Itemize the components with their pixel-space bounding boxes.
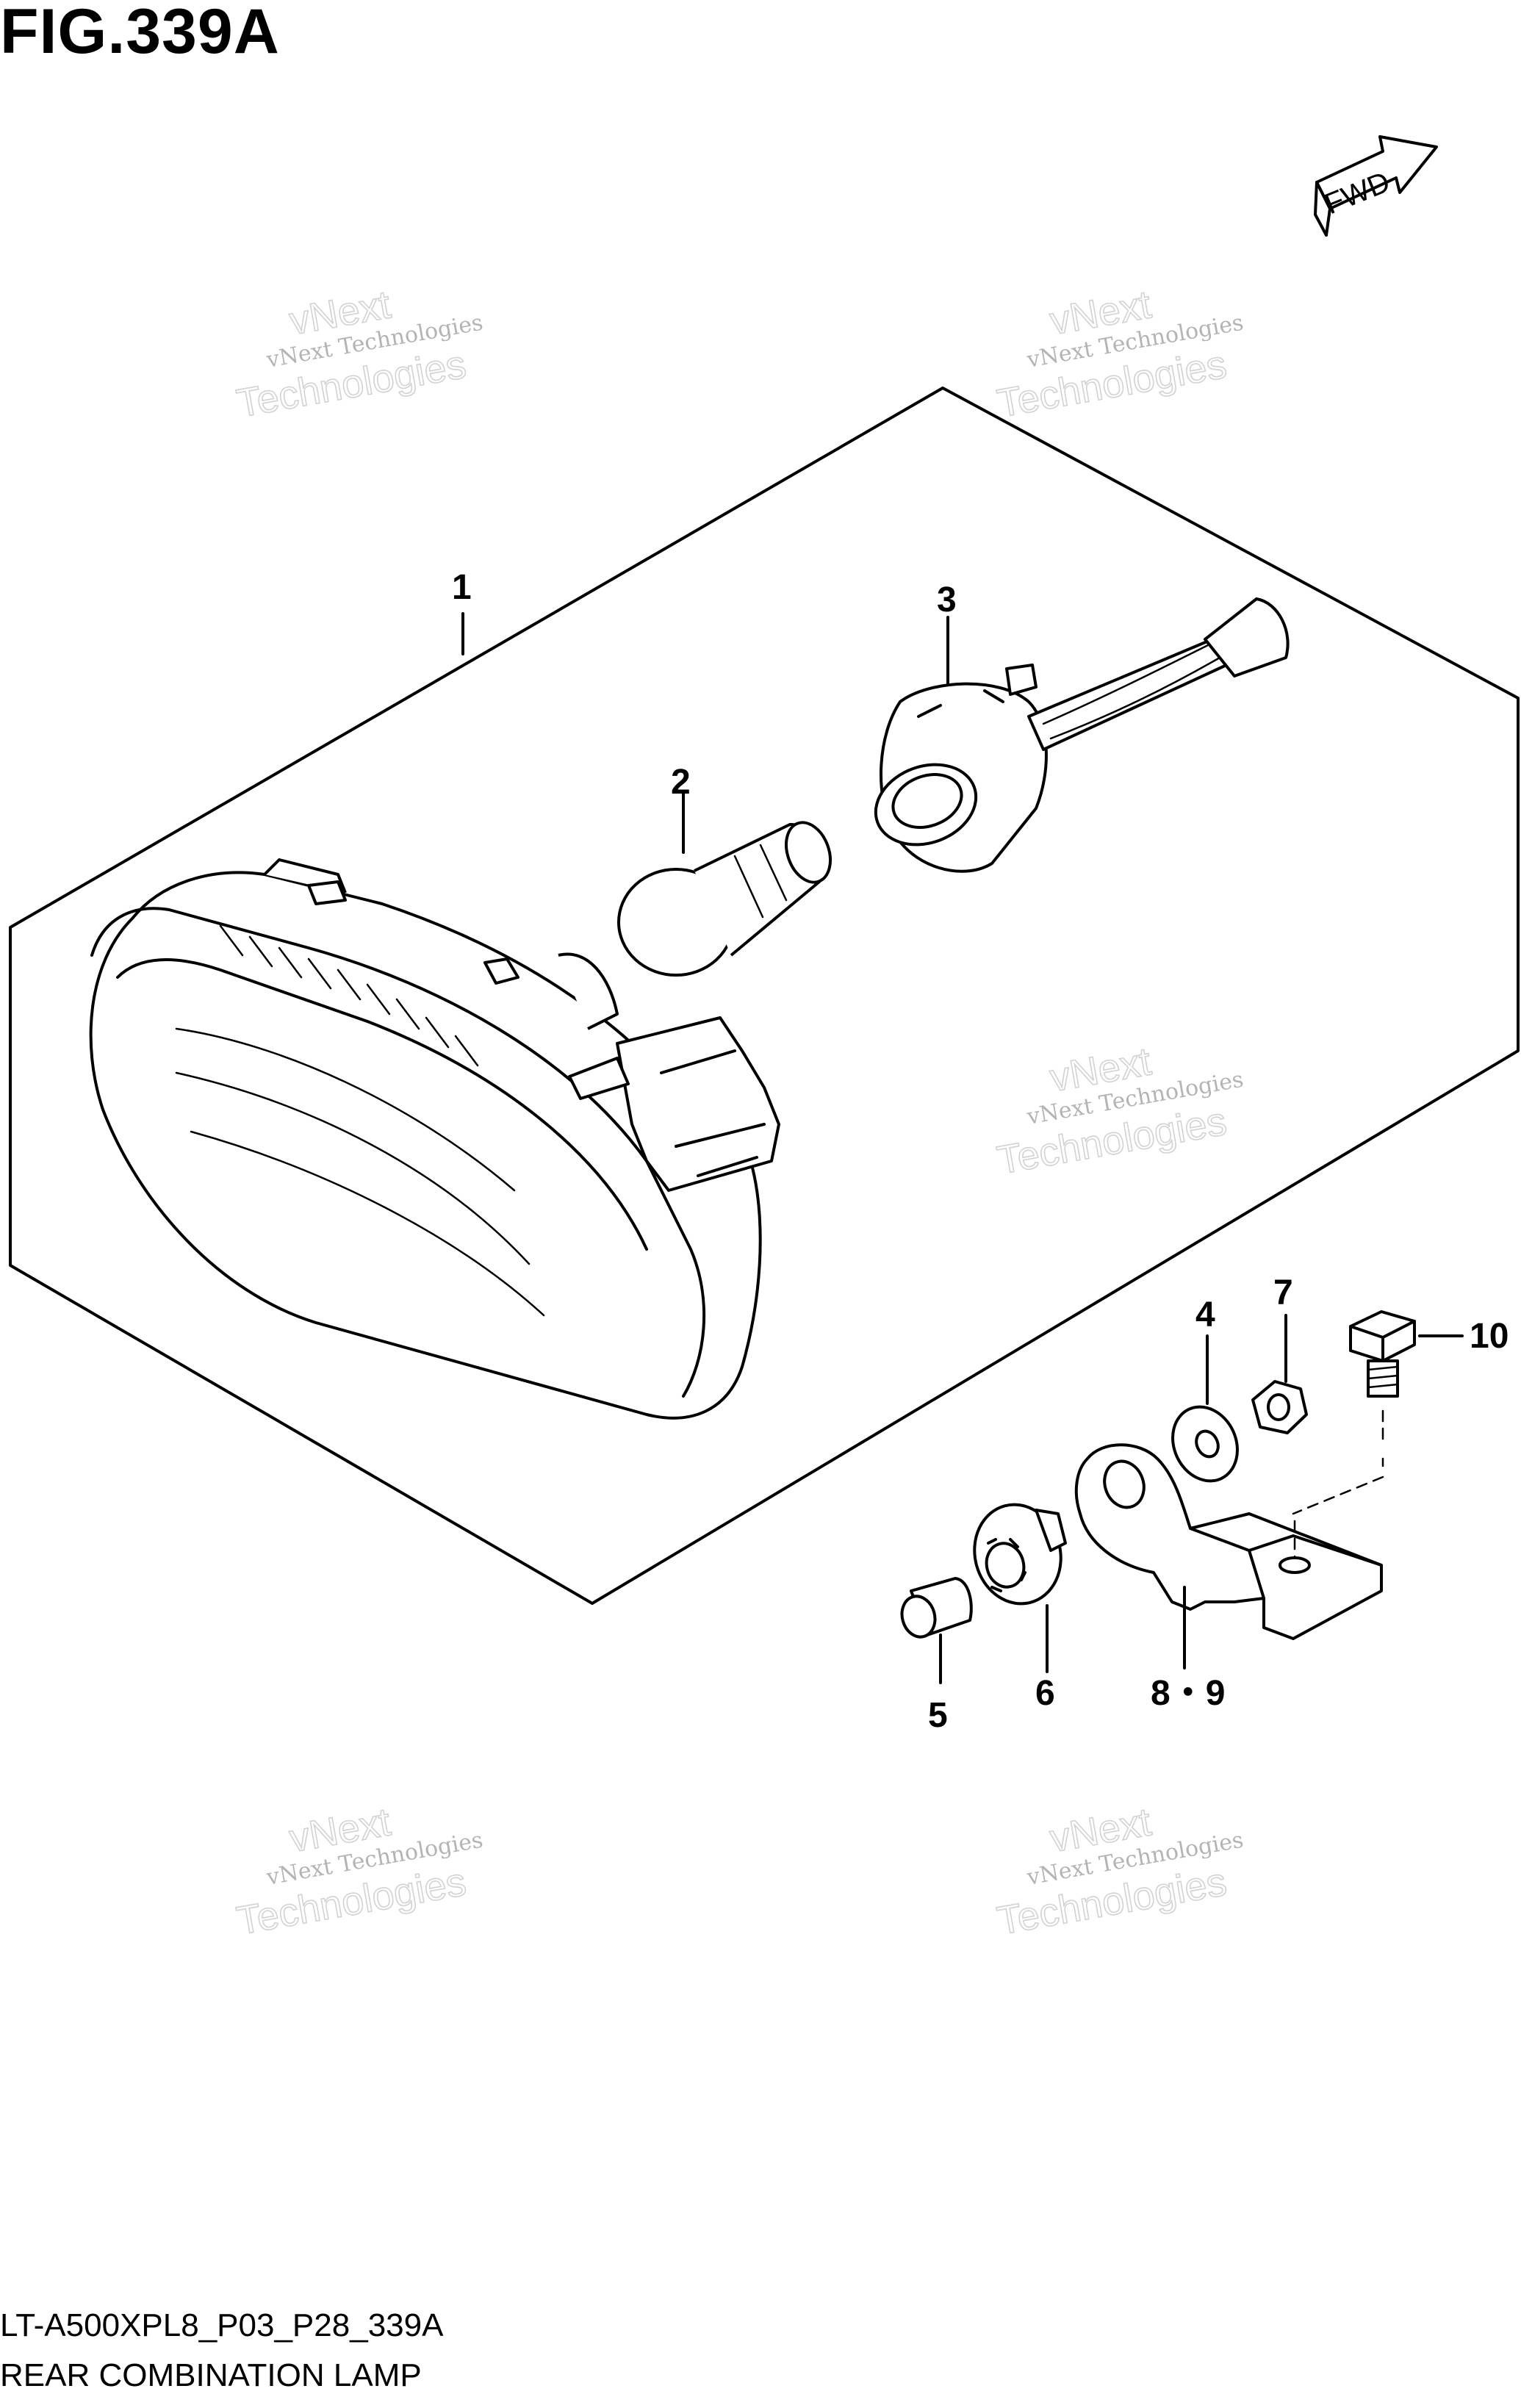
callout-6: 6 [1035,1674,1055,1713]
grommet-part [973,1503,1067,1606]
watermark: vNext vNext Technologies Technologies [233,282,485,427]
lamp-housing-part [89,858,780,1420]
watermark: vNext vNext Technologies Technologies [993,282,1245,427]
callout-7: 7 [1273,1273,1293,1312]
assembly-outline [9,387,1520,1605]
watermark: vNext vNext Technologies Technologies [993,1800,1245,1944]
callout-4: 4 [1195,1295,1215,1334]
fwd-arrow-icon: FWD [1314,135,1438,237]
socket-part [874,597,1290,873]
callout-5: 5 [928,1696,948,1735]
callout-2: 2 [671,763,691,802]
callout-labels: 1 2 3 4 5 6 7 8・9 10 [452,568,1509,1735]
washer-part [1171,1405,1239,1483]
nut-part [1251,1380,1308,1434]
watermark: vNext vNext Technologies Technologies [233,1800,485,1944]
figure-code: LT-A500XPL8_P03_P28_339A [0,2307,444,2343]
bulb-part [617,821,832,977]
callout-10: 10 [1470,1317,1509,1356]
callout-1: 1 [452,568,472,607]
figure-name: REAR COMBINATION LAMP [0,2357,422,2393]
callout-3: 3 [937,581,957,619]
collar-part [900,1577,973,1639]
bracket-part [1074,1443,1383,1640]
bolt-part [1349,1310,1416,1398]
leader-lines [461,612,1464,1684]
watermark: vNext vNext Technologies Technologies [993,1039,1245,1184]
figure-title: FIG.339A [0,0,280,67]
callout-8-9: 8・9 [1151,1674,1225,1713]
